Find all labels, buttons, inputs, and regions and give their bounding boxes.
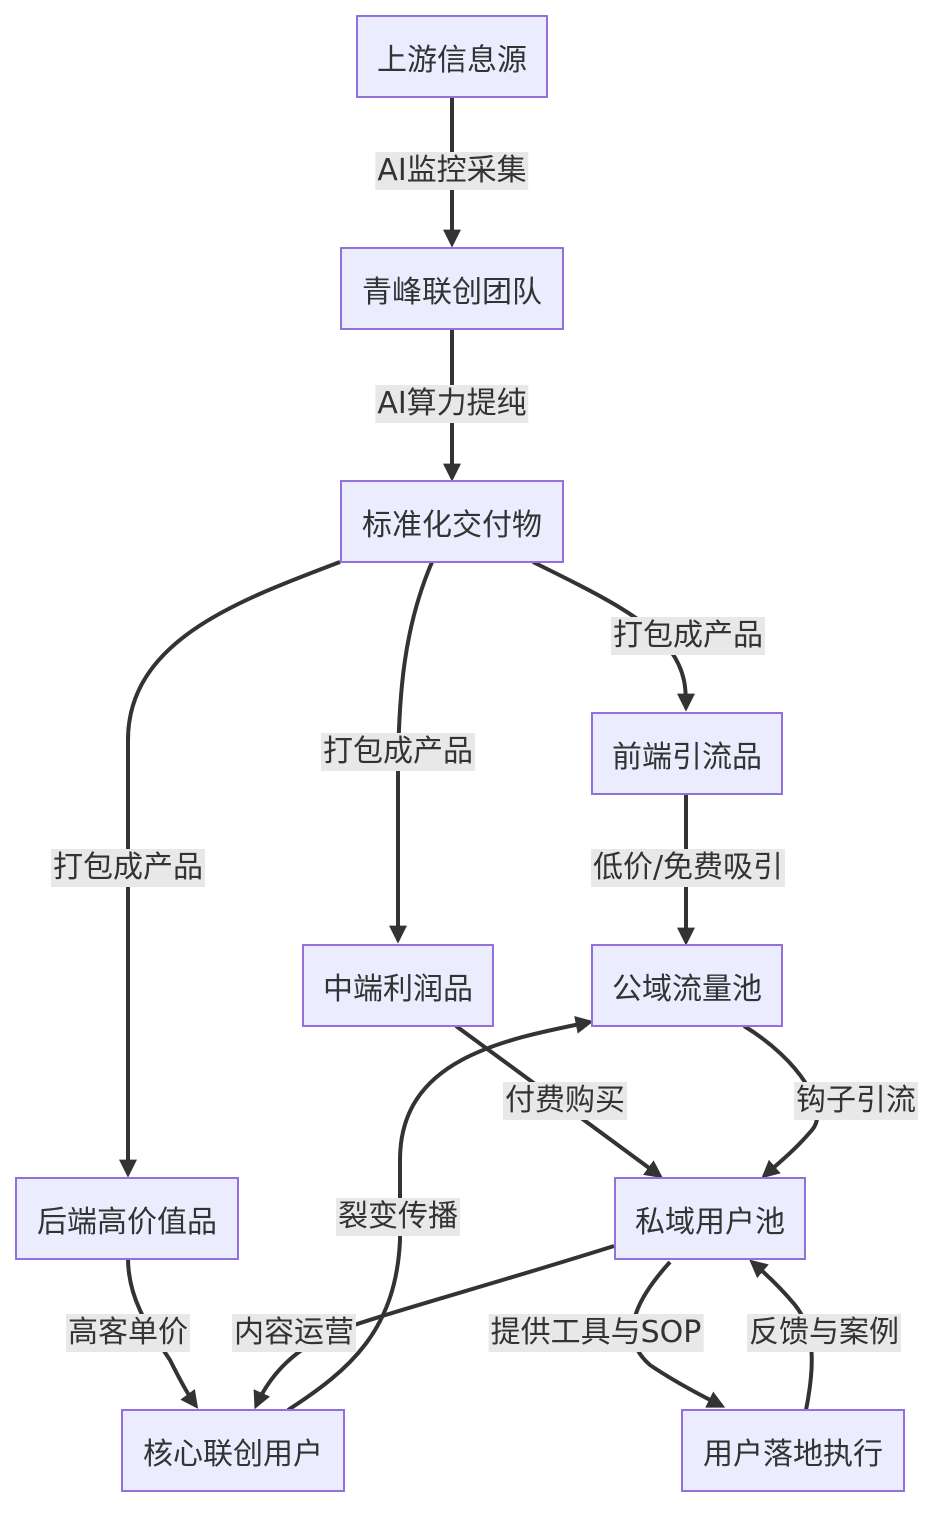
edge-private-core (253, 1244, 615, 1410)
node-public-pool: 公域流量池 (591, 944, 783, 1027)
edge-label-feedback: 反馈与案例 (747, 1314, 901, 1352)
node-user-exec: 用户落地执行 (681, 1409, 905, 1492)
node-backend: 后端高价值品 (15, 1177, 239, 1260)
edge-label-ai-refine: AI算力提纯 (375, 385, 529, 423)
node-standard: 标准化交付物 (340, 480, 564, 563)
node-upstream: 上游信息源 (356, 15, 548, 98)
edge-label-ai-monitor: AI监控采集 (375, 152, 529, 190)
edge-label-pack-back: 打包成产品 (51, 849, 205, 887)
edge-backend-core (126, 1257, 199, 1409)
node-core-users: 核心联创用户 (121, 1409, 345, 1492)
edge-label-pack-mid: 打包成产品 (321, 733, 475, 771)
edge-label-viral: 裂变传播 (336, 1198, 460, 1236)
edge-label-content-ops: 内容运营 (232, 1314, 356, 1352)
node-private-pool: 私域用户池 (614, 1177, 806, 1260)
node-team: 青峰联创团队 (340, 247, 564, 330)
edge-standard-backend (119, 560, 341, 1178)
node-frontend: 前端引流品 (591, 712, 783, 795)
node-midend: 中端利润品 (302, 944, 494, 1027)
edge-core-public (286, 1015, 594, 1412)
edge-label-high-ticket: 高客单价 (66, 1314, 190, 1352)
edge-label-hook: 钩子引流 (794, 1082, 918, 1120)
edge-label-pack-front: 打包成产品 (611, 617, 765, 655)
edge-label-paid: 付费购买 (503, 1082, 627, 1120)
edge-exec-private (749, 1259, 814, 1411)
edge-label-tools-sop: 提供工具与SOP (488, 1314, 704, 1352)
edge-public-private (742, 1024, 820, 1179)
edge-label-low-price: 低价/免费吸引 (590, 849, 786, 887)
edge-private-exec (630, 1260, 726, 1408)
